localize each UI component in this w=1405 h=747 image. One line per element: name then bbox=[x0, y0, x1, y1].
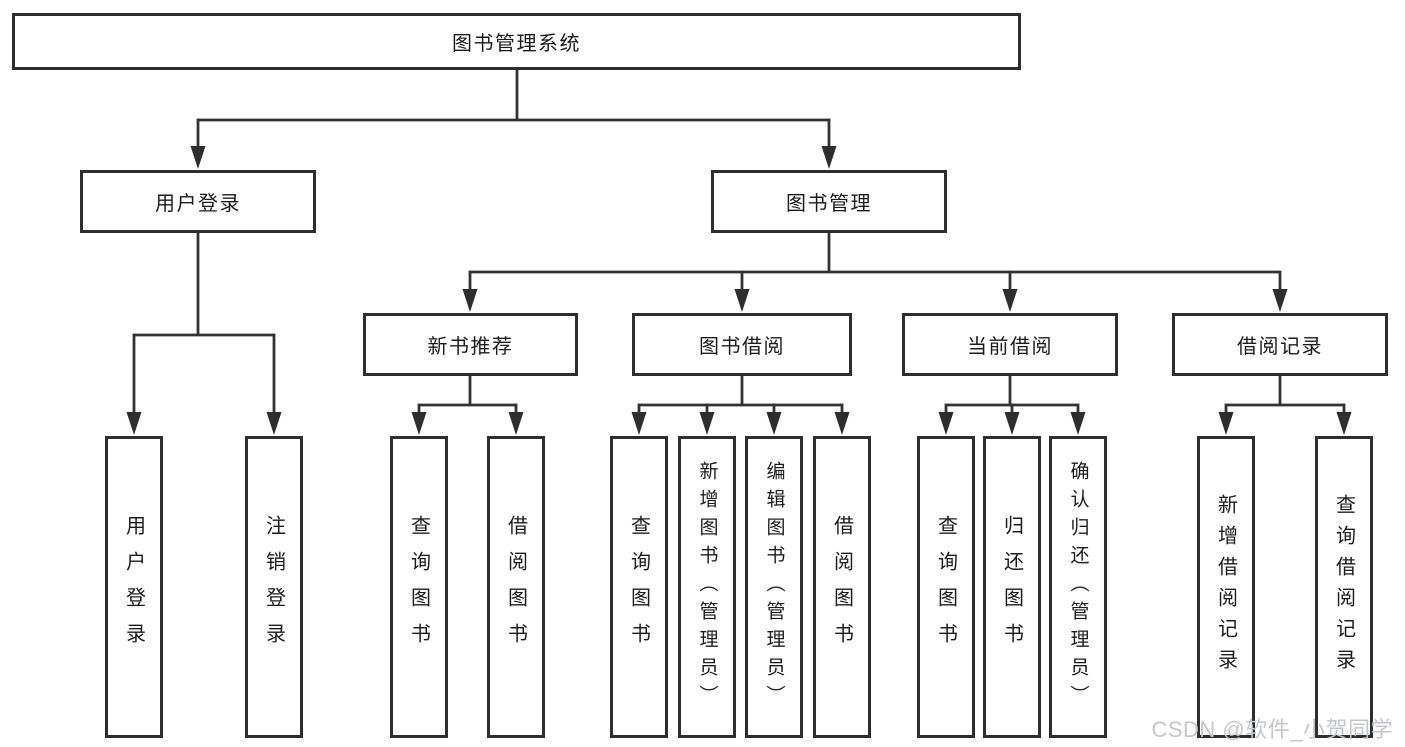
arrowhead bbox=[1218, 412, 1234, 435]
leaf-user-login: 用户登录 bbox=[105, 436, 163, 738]
node-book-borrowing: 图书借阅 bbox=[632, 313, 852, 376]
leaf-edit-books-admin: 编辑图书（管理员） bbox=[745, 436, 803, 738]
leaf-query-borrow-record: 查询借阅记录 bbox=[1315, 436, 1373, 738]
csdn-watermark: CSDN @软件_小贺同学 bbox=[1151, 717, 1393, 742]
arrowhead bbox=[266, 412, 282, 435]
leaf-return-books: 归还图书 bbox=[983, 436, 1041, 738]
node-root-library-system: 图书管理系统 bbox=[12, 13, 1021, 70]
connector-mgmt-to-level3 bbox=[462, 233, 1288, 312]
node-book-management: 图书管理 bbox=[711, 170, 947, 233]
leaf-add-borrow-record: 新增借阅记录 bbox=[1197, 436, 1255, 738]
connector-current-to-leaves bbox=[938, 376, 1086, 435]
connector-borrow-to-leaves bbox=[631, 376, 850, 435]
leaf-logout: 注销登录 bbox=[245, 436, 303, 738]
node-borrow-records: 借阅记录 bbox=[1172, 313, 1388, 376]
node-user-login: 用户登录 bbox=[80, 170, 316, 233]
arrowhead bbox=[821, 146, 837, 169]
arrowhead bbox=[1002, 289, 1018, 312]
arrowhead bbox=[631, 412, 647, 435]
arrowhead bbox=[938, 412, 954, 435]
leaf-confirm-return-admin: 确认归还（管理员） bbox=[1049, 436, 1107, 738]
leaf-borrow-books-recommend: 借阅图书 bbox=[487, 436, 545, 738]
arrowhead bbox=[1336, 412, 1352, 435]
arrowhead bbox=[1070, 412, 1086, 435]
arrowhead bbox=[1272, 289, 1288, 312]
leaf-query-books-recommend: 查询图书 bbox=[390, 436, 448, 738]
connector-login-to-leaves bbox=[126, 233, 282, 435]
leaf-add-books-admin: 新增图书（管理员） bbox=[678, 436, 736, 738]
arrowhead bbox=[508, 412, 524, 435]
connector-newbook-to-leaves bbox=[411, 376, 524, 435]
arrowhead bbox=[126, 412, 142, 435]
arrowhead bbox=[766, 412, 782, 435]
node-current-borrowing: 当前借阅 bbox=[902, 313, 1118, 376]
connector-records-to-leaves bbox=[1218, 376, 1352, 435]
leaf-query-books-borrow: 查询图书 bbox=[610, 436, 668, 738]
arrowhead bbox=[699, 412, 715, 435]
node-new-book-recommend: 新书推荐 bbox=[363, 313, 578, 376]
connector-root-to-level2 bbox=[190, 70, 837, 169]
arrowhead bbox=[1004, 412, 1020, 435]
arrowhead bbox=[462, 289, 478, 312]
arrowhead bbox=[190, 146, 206, 169]
arrowhead bbox=[834, 412, 850, 435]
leaf-borrow-books: 借阅图书 bbox=[813, 436, 871, 738]
arrowhead bbox=[734, 289, 750, 312]
leaf-query-books-current: 查询图书 bbox=[917, 436, 975, 738]
arrowhead bbox=[411, 412, 427, 435]
